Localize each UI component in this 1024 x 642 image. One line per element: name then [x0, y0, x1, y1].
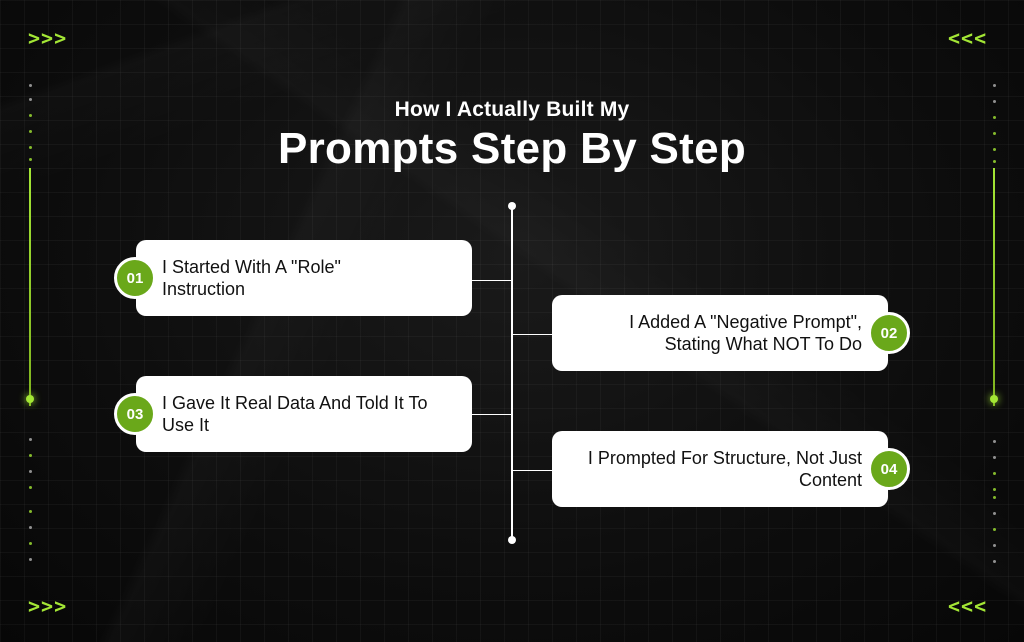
- chevrons-left-icon-top-right: <<<: [948, 26, 988, 50]
- connector-step-3: [472, 414, 512, 415]
- timeline-spine: [511, 206, 513, 540]
- step-number-badge: 01: [114, 257, 156, 299]
- step-card-3: 03 I Gave It Real Data And Told It To Us…: [114, 376, 472, 452]
- step-text: I Prompted For Structure, Not Just Conte…: [587, 448, 862, 490]
- step-number-badge: 02: [868, 312, 910, 354]
- step-number-badge: 03: [114, 393, 156, 435]
- step-text: I Started With A "Role" Instruction: [162, 257, 341, 299]
- step-text: I Gave It Real Data And Told It To Use I…: [162, 393, 428, 435]
- connector-step-2: [512, 334, 552, 335]
- step-card-1: 01 I Started With A "Role" Instruction: [114, 240, 472, 316]
- timeline-start-dot: [508, 202, 516, 210]
- chevrons-left-icon-bottom-right: <<<: [948, 594, 988, 618]
- chevrons-right-icon-bottom-left: >>>: [28, 594, 68, 618]
- step-card-4: I Prompted For Structure, Not Just Conte…: [552, 431, 910, 507]
- connector-step-1: [472, 280, 512, 281]
- step-card-2: I Added A "Negative Prompt", Stating Wha…: [552, 295, 910, 371]
- timeline-end-dot: [508, 536, 516, 544]
- chevrons-right-icon-top-left: >>>: [28, 26, 68, 50]
- rail-knob-icon: [990, 395, 998, 403]
- heading-line-2: Prompts Step By Step: [277, 124, 747, 173]
- step-text: I Added A "Negative Prompt", Stating Wha…: [629, 312, 862, 354]
- right-side-rail: [990, 0, 998, 642]
- connector-step-4: [512, 470, 552, 471]
- left-side-rail: [26, 0, 34, 642]
- step-number-badge: 04: [868, 448, 910, 490]
- heading-line-1: How I Actually Built My: [394, 98, 630, 121]
- rail-knob-icon: [26, 395, 34, 403]
